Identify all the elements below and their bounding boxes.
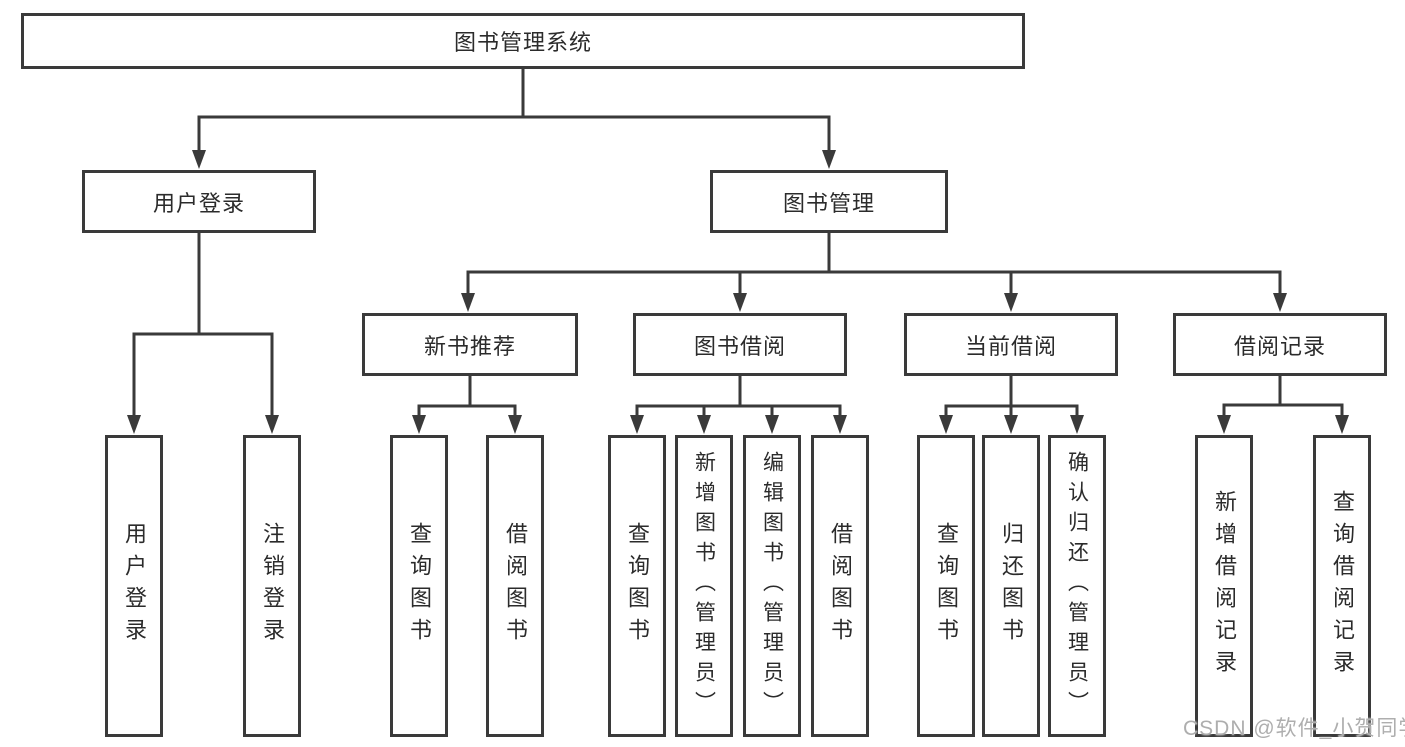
- leaf-edit-books-admin: 编辑图书（管理员）: [743, 435, 801, 737]
- leaf-query-books-borrow: 查询图书: [608, 435, 666, 737]
- node-book-management: 图书管理: [710, 170, 948, 233]
- node-current-borrow-label: 当前借阅: [964, 333, 1057, 359]
- node-user-login-label: 用户登录: [152, 190, 245, 216]
- leaf-borrow-books-recommend-label: 借阅图书: [503, 522, 528, 650]
- leaf-query-borrow-record: 查询借阅记录: [1313, 435, 1371, 737]
- leaf-return-books-label: 归还图书: [999, 522, 1024, 650]
- connector-user-login-children: [127, 233, 279, 434]
- leaf-query-borrow-record-label: 查询借阅记录: [1330, 490, 1355, 682]
- leaf-query-books-current-label: 查询图书: [934, 522, 959, 650]
- leaf-add-borrow-record: 新增借阅记录: [1195, 435, 1253, 737]
- node-root-system-label: 图书管理系统: [453, 30, 592, 55]
- connector-new-book-recommend-children: [412, 376, 522, 434]
- node-new-book-recommend: 新书推荐: [362, 313, 578, 376]
- connector-borrow-records-children: [1217, 376, 1349, 434]
- leaf-add-borrow-record-label: 新增借阅记录: [1212, 490, 1237, 682]
- connector-book-management-children: [461, 233, 1287, 312]
- node-book-borrow: 图书借阅: [633, 313, 847, 376]
- leaf-edit-books-admin-label: 编辑图书（管理员）: [760, 451, 784, 721]
- node-user-login: 用户登录: [82, 170, 316, 233]
- node-root-system: 图书管理系统: [21, 13, 1025, 69]
- leaf-return-books: 归还图书: [982, 435, 1040, 737]
- connector-current-borrow-children: [939, 376, 1084, 434]
- leaf-confirm-return-admin: 确认归还（管理员）: [1048, 435, 1106, 737]
- leaf-confirm-return-admin-label: 确认归还（管理员）: [1065, 451, 1089, 721]
- leaf-user-login-label: 用户登录: [122, 522, 147, 650]
- leaf-add-books-admin-label: 新增图书（管理员）: [692, 451, 716, 721]
- node-borrow-records: 借阅记录: [1173, 313, 1387, 376]
- node-borrow-records-label: 借阅记录: [1233, 333, 1326, 359]
- leaf-query-books-current: 查询图书: [917, 435, 975, 737]
- node-book-management-label: 图书管理: [782, 190, 875, 216]
- leaf-logout: 注销登录: [243, 435, 301, 737]
- csdn-watermark: CSDN @软件_小贺同学: [1183, 717, 1405, 740]
- leaf-borrow-books: 借阅图书: [811, 435, 869, 737]
- leaf-borrow-books-label: 借阅图书: [828, 522, 853, 650]
- leaf-logout-label: 注销登录: [260, 522, 285, 650]
- leaf-query-books-recommend-label: 查询图书: [407, 522, 432, 650]
- node-current-borrow: 当前借阅: [904, 313, 1118, 376]
- leaf-add-books-admin: 新增图书（管理员）: [675, 435, 733, 737]
- leaf-borrow-books-recommend: 借阅图书: [486, 435, 544, 737]
- leaf-query-books-recommend: 查询图书: [390, 435, 448, 737]
- node-new-book-recommend-label: 新书推荐: [423, 333, 516, 359]
- leaf-query-books-borrow-label: 查询图书: [625, 522, 650, 650]
- leaf-user-login: 用户登录: [105, 435, 163, 737]
- connector-book-borrow-children: [630, 376, 847, 434]
- node-book-borrow-label: 图书借阅: [693, 333, 786, 359]
- connector-root-to-level2: [192, 69, 836, 169]
